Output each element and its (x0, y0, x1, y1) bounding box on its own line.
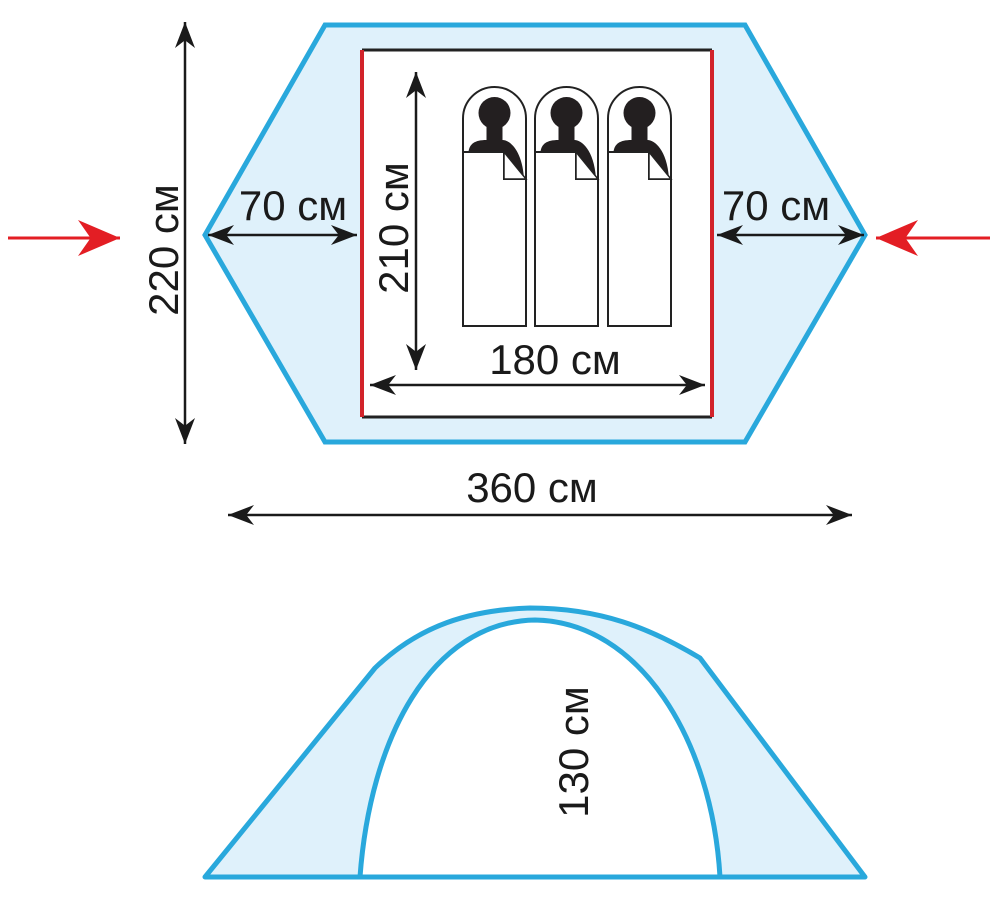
arrowhead-icon (406, 344, 426, 370)
arrowhead-icon (717, 225, 743, 245)
inner-tent-arch (357, 617, 723, 880)
label-total-height: 220 см (140, 184, 187, 316)
person-head-icon (550, 97, 583, 129)
dimension-arrow-total-height (175, 22, 195, 444)
label-total-length: 360 см (466, 464, 598, 511)
dimension-arrow-inner-length (406, 72, 426, 370)
arrowhead-icon (228, 505, 254, 525)
arrowhead-icon (406, 72, 426, 98)
label-inner-length: 210 см (370, 162, 417, 294)
dimension-arrow-vestibule-left (208, 225, 357, 245)
sleeping-bag (534, 86, 600, 327)
arrowhead-icon (876, 220, 918, 256)
arrowhead-icon (331, 225, 357, 245)
label-vestibule-right: 70 см (722, 182, 830, 229)
sleeping-bag-fold (648, 149, 673, 180)
sleeping-bags (462, 86, 673, 327)
arrowhead-icon (175, 418, 195, 444)
sleeping-bag-fold (503, 149, 528, 180)
person-head-icon (478, 97, 511, 129)
sleeping-bag (462, 86, 528, 327)
label-inner-width: 180 см (489, 336, 621, 383)
dimension-arrow-inner-width (370, 375, 705, 395)
entrance-arrow-right (876, 220, 990, 256)
sleeping-bag-fold (575, 149, 600, 180)
dimension-arrow-total-length (228, 505, 852, 525)
person-head-icon (623, 97, 656, 129)
arrowhead-icon (826, 505, 852, 525)
arrowhead-icon (370, 375, 396, 395)
label-tent-height: 130 см (550, 686, 597, 818)
arrowhead-icon (175, 22, 195, 48)
arrowhead-icon (838, 225, 864, 245)
top-view: 220 см 210 см 70 см 70 см 180 см 360 см (8, 22, 990, 868)
entrance-arrow-left (8, 220, 120, 256)
arrowhead-icon (78, 220, 120, 256)
dimension-arrow-vestibule-right (717, 225, 864, 245)
arrowhead-icon (208, 225, 234, 245)
sleeping-bag (607, 86, 673, 327)
side-view: 130 см (202, 605, 868, 880)
arrowhead-icon (679, 375, 705, 395)
label-vestibule-left: 70 см (239, 182, 347, 229)
